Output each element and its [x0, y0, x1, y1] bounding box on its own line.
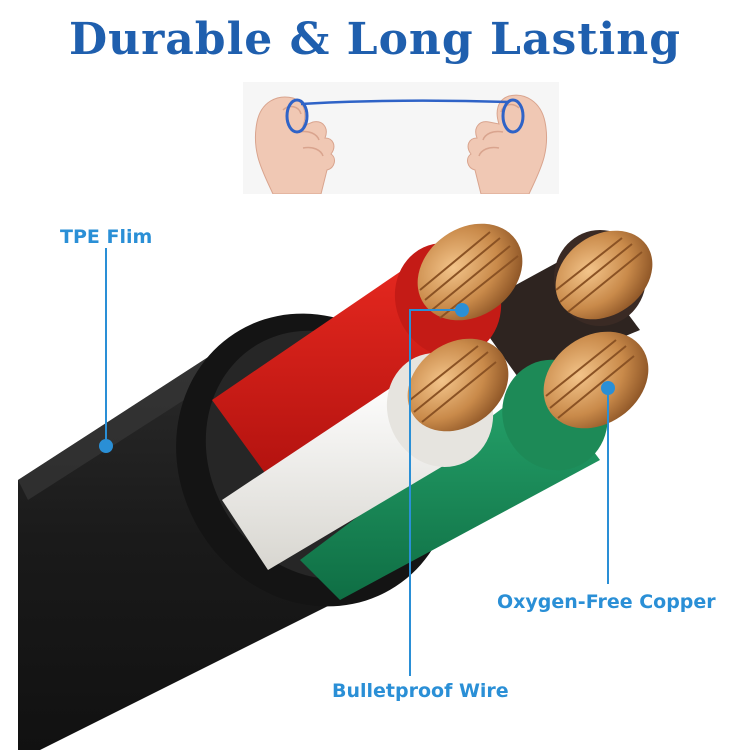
oxygen-free-copper-label: Oxygen-Free Copper [497, 591, 716, 613]
copper-bundle-white [407, 338, 509, 432]
callout-lines [99, 248, 615, 676]
copper-bundle-red [417, 223, 523, 321]
page-title: Durable & Long Lasting [68, 14, 682, 65]
bulletproof-wire-label: Bulletproof Wire [332, 680, 509, 702]
tpe-film-label: TPE Flim [60, 226, 153, 248]
copper-bundle-brown [555, 230, 653, 320]
hands-stretching-cable-photo [243, 82, 559, 195]
copper-bundle-green [543, 331, 649, 429]
